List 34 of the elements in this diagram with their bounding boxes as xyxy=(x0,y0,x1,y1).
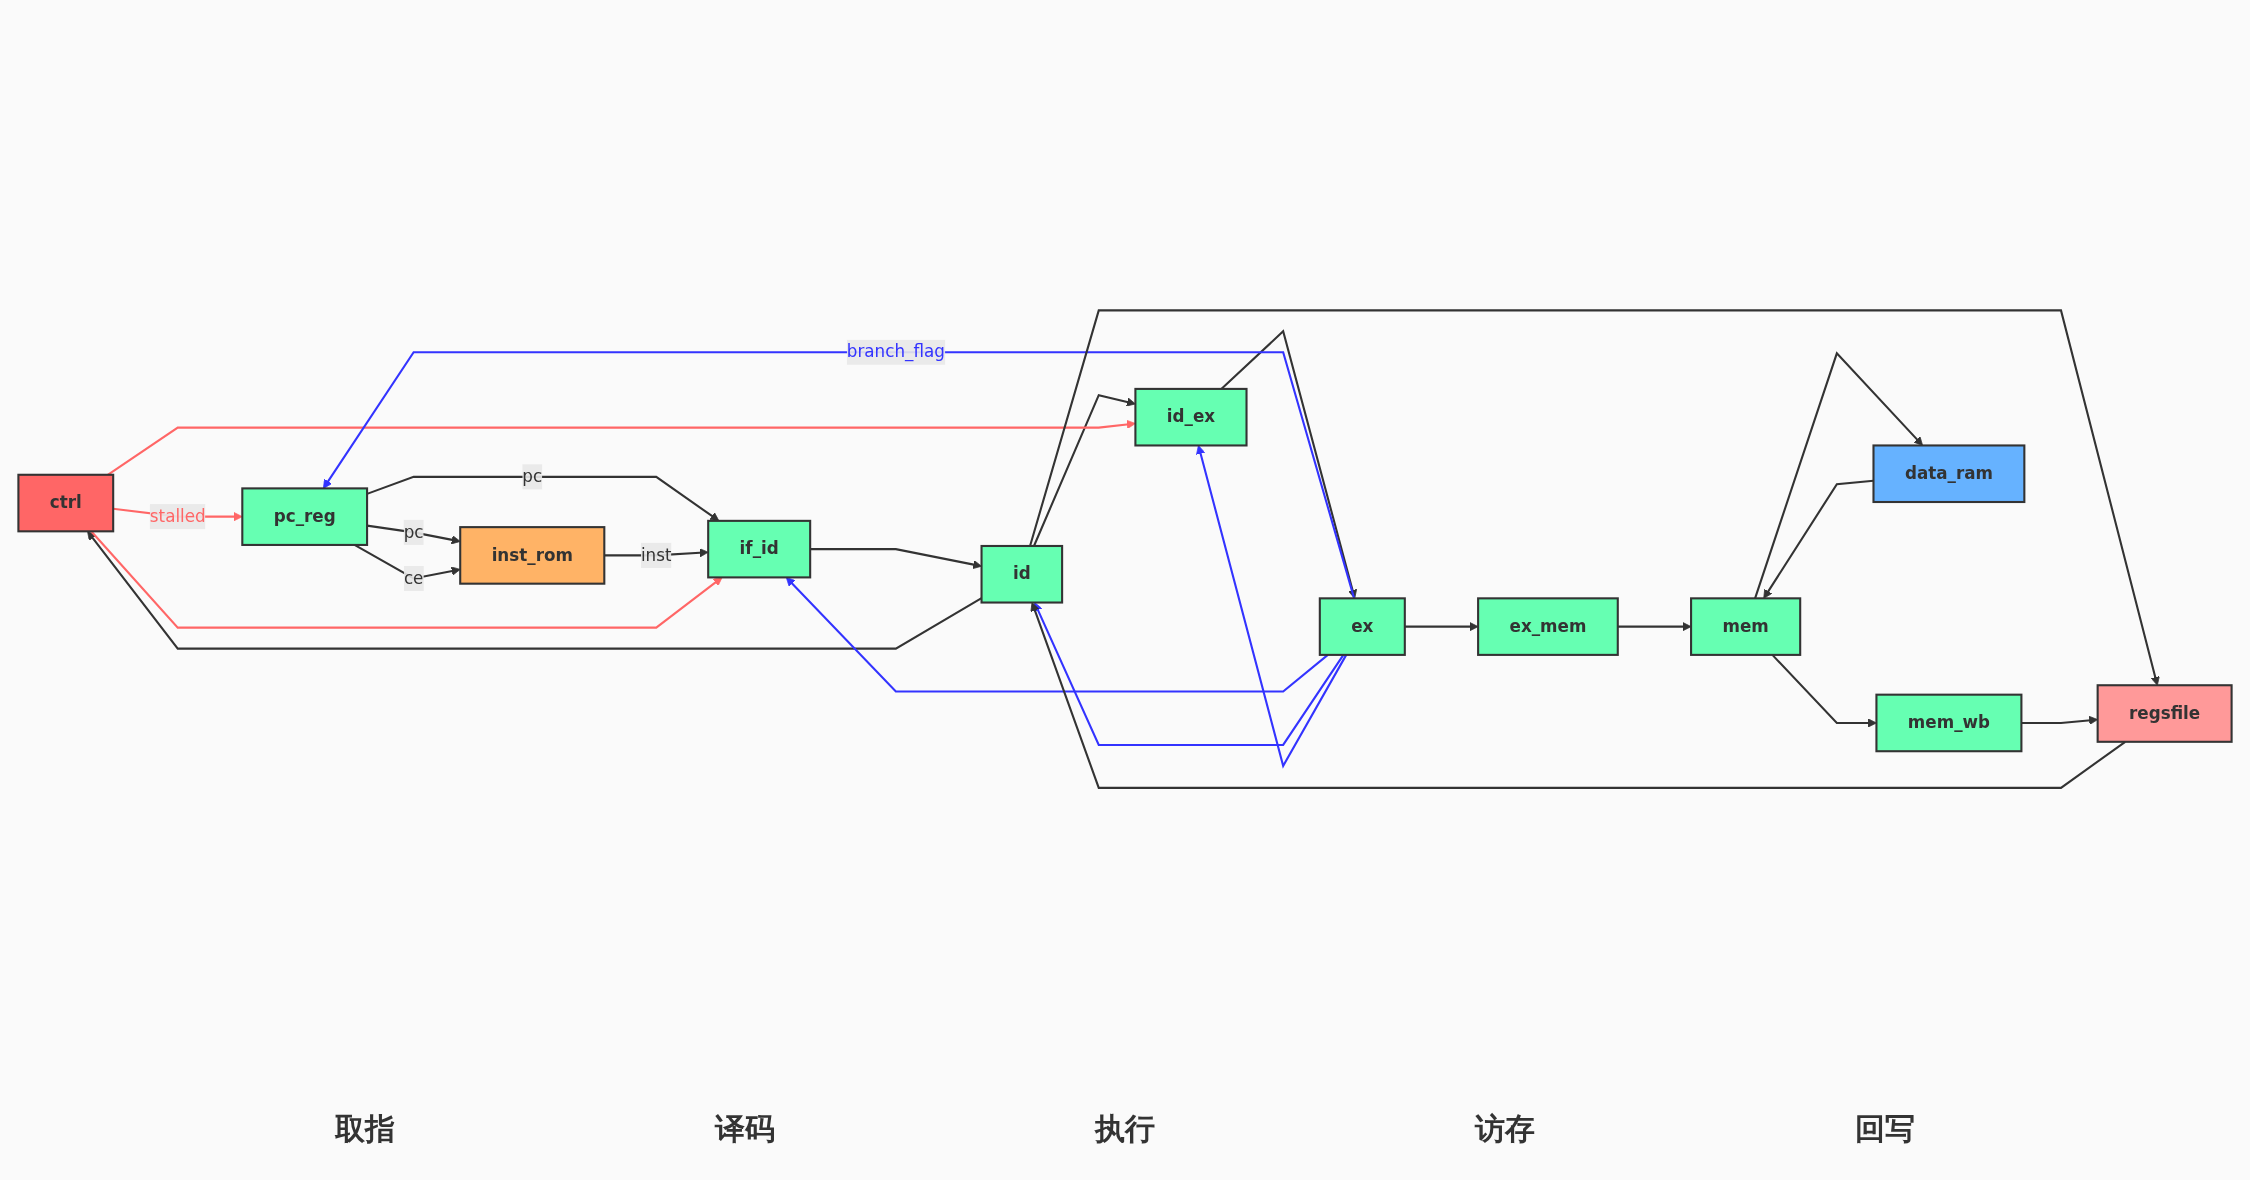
arrow xyxy=(1033,394,1136,547)
stage-label: 译码 xyxy=(715,1110,775,1148)
edge-label: inst xyxy=(640,545,672,566)
arrow xyxy=(323,351,1356,599)
node-box: mem_wb xyxy=(1875,694,2023,753)
stage-label: 取指 xyxy=(335,1110,395,1148)
node-box: data_ram xyxy=(1872,444,2026,504)
edge-label: stalled xyxy=(149,506,206,527)
stage-label: 回写 xyxy=(1855,1110,1915,1148)
arrow xyxy=(107,420,1136,476)
node-box: ctrl xyxy=(17,474,115,533)
edge-label: branch_flag xyxy=(846,342,945,363)
arrow xyxy=(1617,622,1692,632)
node-box: pc_reg xyxy=(241,487,369,547)
node-box: id_ex xyxy=(1134,388,1248,447)
arrow xyxy=(1404,622,1479,632)
edge-label: ce xyxy=(403,568,424,589)
edge-label: pc xyxy=(403,522,424,543)
node-box: ex xyxy=(1318,597,1406,657)
arrow xyxy=(1033,602,1345,747)
arrow xyxy=(90,531,723,630)
edge-label: pc xyxy=(522,466,543,487)
arrow xyxy=(810,548,982,570)
node-box: regsfile xyxy=(2096,684,2233,744)
node-box: if_id xyxy=(707,520,812,579)
arrow xyxy=(1196,445,1348,769)
node-box: mem xyxy=(1690,597,1802,657)
node-box: ex_mem xyxy=(1477,597,1619,657)
stage-label: 访存 xyxy=(1475,1110,1535,1148)
node-box: id xyxy=(980,545,1064,604)
arrow xyxy=(785,577,1329,693)
node-box: inst_rom xyxy=(459,526,606,586)
stage-label: 执行 xyxy=(1095,1110,1155,1148)
arrow xyxy=(1030,602,2126,790)
